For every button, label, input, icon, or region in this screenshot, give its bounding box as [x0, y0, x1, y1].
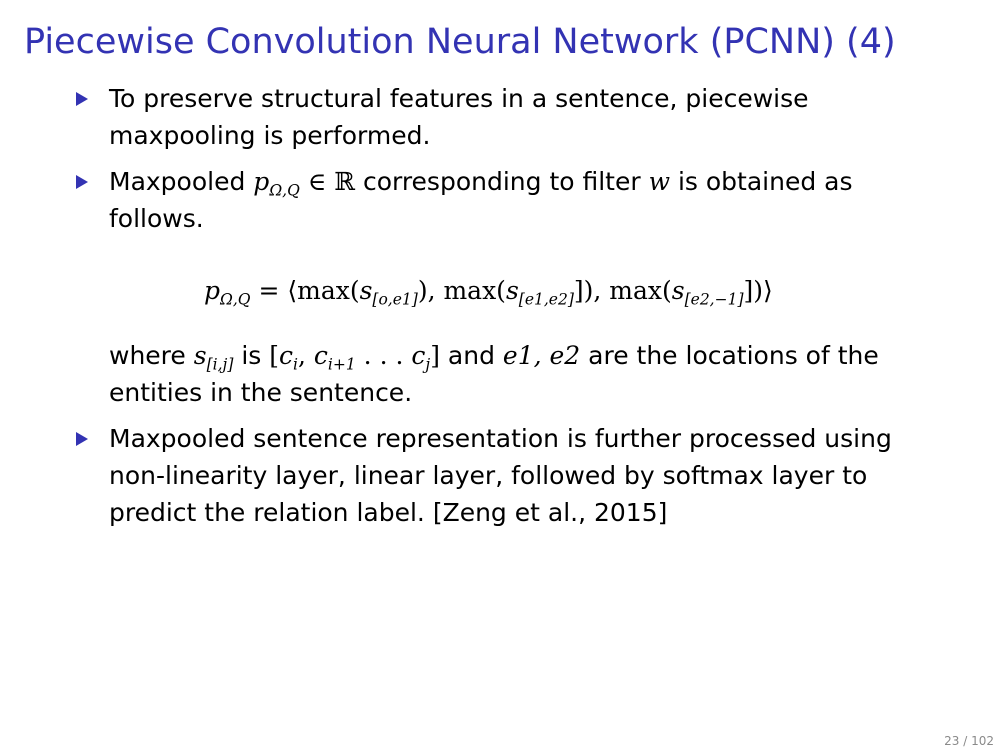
where-entities: e1, e2	[502, 341, 581, 370]
bullet-marker-2	[76, 175, 88, 189]
where-line-1: where s[i,j] is [ci, ci+1 . . . cj] and …	[109, 337, 879, 374]
display-equation: pΩ,Q = ⟨max(s[o,e1]), max(s[e1,e2]]), ma…	[204, 272, 773, 309]
where-line-2: entities in the sentence.	[109, 378, 413, 407]
where-c3-sub: j	[425, 355, 431, 374]
eq-mid1: ), max(	[417, 276, 506, 305]
where-bracket-open: [	[269, 341, 280, 370]
eq-mid2: ]), max(	[573, 276, 672, 305]
page-number: 23 / 102	[944, 734, 994, 748]
where-text-d: are the locations of the	[580, 341, 879, 370]
bullet-3-line-3: predict the relation label. [Zeng et al.…	[109, 498, 668, 527]
bullet-marker-1	[76, 92, 88, 106]
eq-end: ])⟩	[743, 276, 773, 305]
slide-title: Piecewise Convolution Neural Network (PC…	[24, 22, 896, 62]
where-bracket-close: ]	[430, 341, 440, 370]
eq-s1: s	[359, 276, 373, 305]
where-c1-sub: i	[293, 355, 298, 374]
where-c1: c	[279, 341, 294, 370]
where-c3: c	[411, 341, 426, 370]
where-s: s	[193, 341, 207, 370]
where-c2-sub: i+1	[327, 355, 356, 374]
math-in-reals: ∈ ℝ	[299, 167, 355, 196]
eq-lhs: p	[204, 276, 221, 305]
eq-lhs-sub: Ω,Q	[220, 290, 251, 309]
eq-s1-sub: [o,e1]	[372, 290, 418, 309]
bullet-3-line-1: Maxpooled sentence representation is fur…	[109, 424, 892, 453]
where-text-b: is	[233, 341, 270, 370]
where-comma: ,	[298, 341, 314, 370]
bullet-1-line-1: To preserve structural features in a sen…	[109, 84, 809, 113]
bullet-2-text-a: Maxpooled	[109, 167, 254, 196]
bullet-2-text-c: is obtained as	[670, 167, 853, 196]
bullet-marker-3	[76, 432, 88, 446]
math-w: w	[648, 167, 670, 196]
eq-open: = ⟨max(	[250, 276, 360, 305]
where-s-sub: [i,j]	[206, 355, 234, 374]
bullet-2-line-2: follows.	[109, 204, 204, 233]
where-text-a: where	[109, 341, 194, 370]
where-c2: c	[313, 341, 328, 370]
where-text-c: and	[439, 341, 503, 370]
eq-s2-sub: [e1,e2]	[518, 290, 574, 309]
eq-s3: s	[671, 276, 685, 305]
bullet-2-line-1: Maxpooled pΩ,Q ∈ ℝ corresponding to filt…	[109, 163, 852, 200]
math-p-sub: Ω,Q	[269, 181, 300, 200]
eq-s2: s	[505, 276, 519, 305]
eq-s3-sub: [e2,−1]	[684, 290, 744, 309]
math-p: p	[253, 167, 270, 196]
where-dots: . . .	[355, 341, 412, 370]
bullet-2-text-b: corresponding to filter	[355, 167, 649, 196]
bullet-3-line-2: non-linearity layer, linear layer, follo…	[109, 461, 868, 490]
bullet-1-line-2: maxpooling is performed.	[109, 121, 431, 150]
